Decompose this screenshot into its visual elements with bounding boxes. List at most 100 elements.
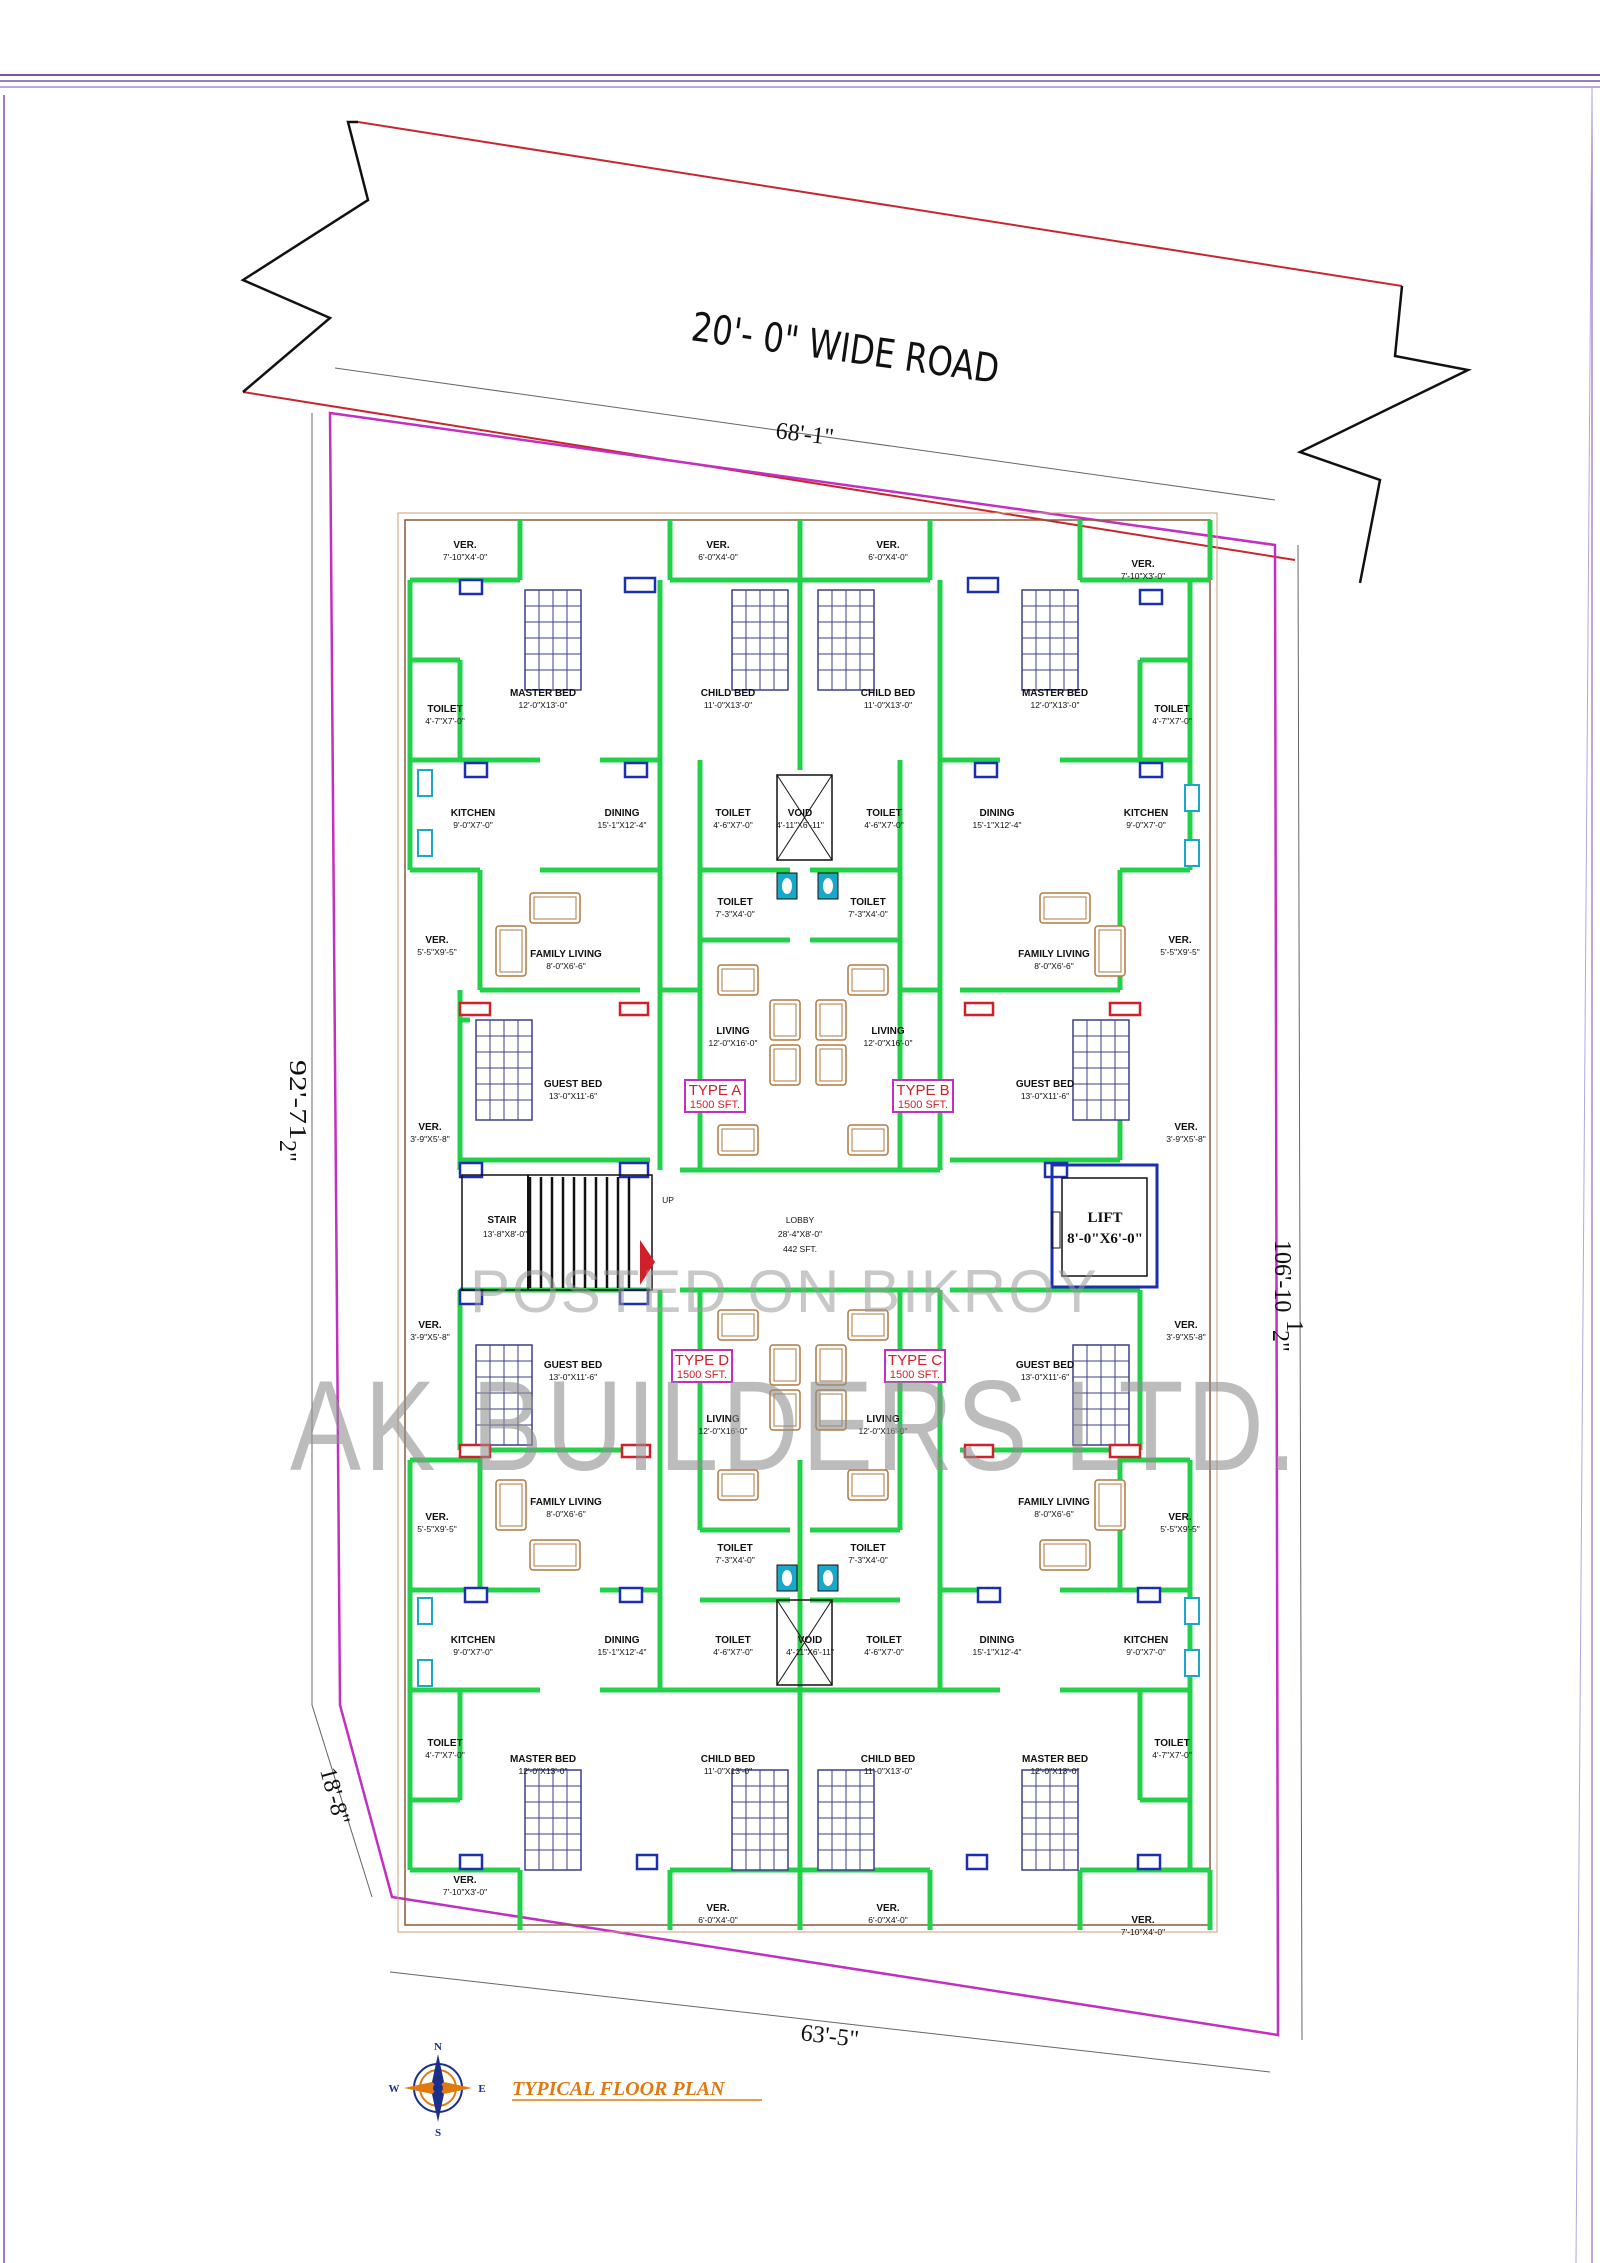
room-dimension: 5'-5"X9'-5"	[1160, 1524, 1200, 1534]
room-name: GUEST BED	[1016, 1079, 1074, 1090]
room-name: VER.	[425, 935, 449, 946]
room-label: VER.5'-5"X9'-5"	[1160, 1512, 1200, 1534]
sofa-icon	[769, 1389, 801, 1431]
sofa-icon	[717, 1469, 759, 1501]
building-outline	[397, 512, 1218, 1933]
room-name: VER.	[453, 1875, 477, 1886]
room-dimension: 9'-0"X7'-0"	[453, 820, 493, 830]
room-dimension: 11'-0"X13'-0"	[704, 700, 752, 710]
room-dimension: 8'-0"X6'-6"	[1034, 961, 1074, 971]
room-name: VER.	[706, 540, 730, 551]
room-dimension: 11'-0"X13'-0"	[864, 1766, 912, 1776]
room-dimension: 7'-3"X4'-0"	[848, 1555, 888, 1565]
lift: LIFT 8'-0"X6'-0"	[1050, 1163, 1159, 1289]
furniture	[417, 576, 1200, 1871]
room-dimension: 13'-0"X11'-6"	[549, 1091, 597, 1101]
room-name: TOILET	[717, 1543, 752, 1554]
room-name: DINING	[980, 808, 1015, 819]
room-name: VER.	[1174, 1122, 1198, 1133]
room-name: GUEST BED	[544, 1360, 602, 1371]
kitchen-counter-icon	[417, 1597, 433, 1625]
room-name: FAMILY LIVING	[530, 1497, 602, 1508]
sofa-icon	[717, 964, 759, 996]
room-dimension: 3'-9"X5'-8"	[410, 1332, 450, 1342]
sofa-icon	[847, 1124, 889, 1156]
room-label: VER.7'-10"X4'-0"	[1121, 1915, 1165, 1937]
room-dimension: 4'-6"X7'-0"	[864, 820, 904, 830]
room-name: DINING	[605, 1635, 640, 1646]
room-label: VER.5'-5"X9'-5"	[417, 935, 457, 957]
dim-right-fraction: 2"	[1267, 1330, 1293, 1352]
sofa-icon	[815, 1389, 847, 1431]
room-dimension: 3'-9"X5'-8"	[1166, 1332, 1206, 1342]
room-name: FAMILY LIVING	[1018, 1497, 1090, 1508]
room-name: CHILD BED	[701, 688, 755, 699]
room-name: VOID	[798, 1635, 822, 1646]
svg-text:S: S	[435, 2127, 441, 2139]
room-dimension: 12'-0"X16'-0"	[864, 1038, 913, 1048]
bed-icon	[475, 1344, 533, 1446]
room-name: TOILET	[866, 808, 901, 819]
room-name: CHILD BED	[861, 688, 915, 699]
room-dimension: 3'-9"X5'-8"	[1166, 1134, 1206, 1144]
room-name: LIVING	[871, 1026, 905, 1037]
room-dimension: 12'-0"X13'-0"	[1031, 1766, 1080, 1776]
kitchen-counter-icon	[417, 829, 433, 857]
svg-text:1500 SFT.: 1500 SFT.	[898, 1099, 948, 1111]
room-name: MASTER BED	[510, 1754, 576, 1765]
room-name: CHILD BED	[861, 1754, 915, 1765]
room-dimension: 6'-0"X4'-0"	[868, 552, 908, 562]
window-icon	[635, 1853, 659, 1871]
room-dimension: 12'-0"X13'-0"	[519, 700, 568, 710]
room-name: TOILET	[1154, 1738, 1189, 1749]
bed-icon	[1021, 589, 1079, 691]
window-icon	[458, 1853, 484, 1871]
svg-text:TYPE A: TYPE A	[689, 1082, 742, 1099]
window-icon	[976, 1586, 1002, 1604]
watermark-company: AK BUILDERS LTD.	[290, 1355, 1300, 1498]
room-name: GUEST BED	[544, 1079, 602, 1090]
room-name: MASTER BED	[1022, 688, 1088, 699]
room-dimension: 6'-0"X4'-0"	[868, 1915, 908, 1925]
room-name: DINING	[980, 1635, 1015, 1646]
plot-boundary	[328, 411, 1280, 2037]
stair-up: UP	[662, 1195, 674, 1205]
walls	[407, 520, 1213, 1930]
lobby-label: LOBBY	[786, 1215, 815, 1225]
room-dimension: 8'-0"X6'-6"	[546, 961, 586, 971]
room-dimension: 4'-6"X7'-0"	[713, 1647, 753, 1657]
void-shaft	[776, 1599, 833, 1686]
room-dimension: 3'-9"X5'-8"	[410, 1134, 450, 1144]
room-dimension: 7'-10"X4'-0"	[1121, 1927, 1165, 1937]
stair: STAIR 13'-8"X8'-0" UP	[461, 1174, 674, 1291]
room-name: LIVING	[866, 1414, 900, 1425]
svg-text:1500 SFT.: 1500 SFT.	[690, 1099, 740, 1111]
sofa-icon	[1039, 892, 1091, 924]
room-dimension: 4'-11"X6'-11"	[776, 820, 824, 830]
window-icon	[618, 1001, 650, 1017]
room-dimension: 9'-0"X7'-0"	[1126, 1647, 1166, 1657]
room-name: VER.	[425, 1512, 449, 1523]
kitchen-counter-icon	[417, 769, 433, 797]
kitchen-counter-icon	[1184, 1649, 1200, 1677]
room-label: VER.3'-9"X5'-8"	[410, 1320, 450, 1342]
sofa-icon	[769, 1344, 801, 1386]
room-dimension: 4'-7"X7'-0"	[425, 716, 465, 726]
room-label: VER.5'-5"X9'-5"	[417, 1512, 457, 1534]
sofa-icon	[847, 964, 889, 996]
unit-type-a: TYPE A 1500 SFT.	[684, 1079, 746, 1113]
